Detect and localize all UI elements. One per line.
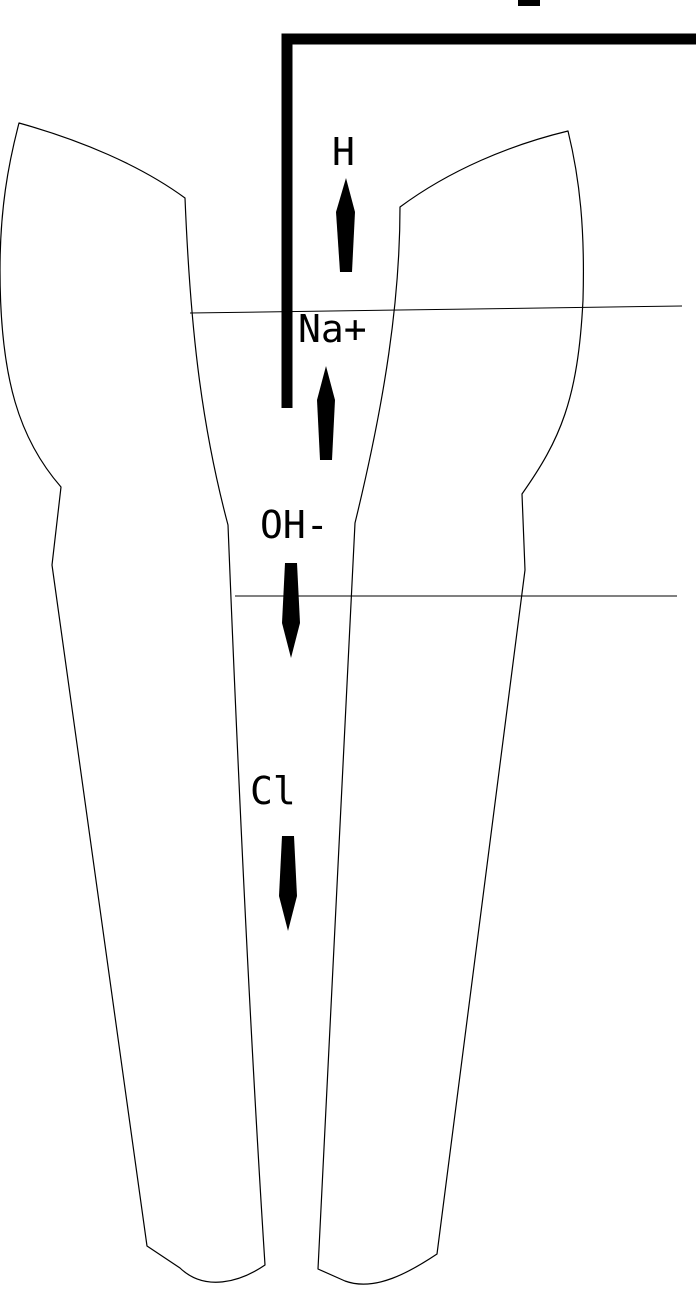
label-cl: Cl: [250, 769, 296, 813]
oh-down-arrow: [282, 563, 300, 658]
label-h: H: [332, 130, 355, 174]
left-vessel-outline: [0, 122, 266, 1283]
label-oh: OH-: [260, 503, 329, 547]
h-up-arrow: [336, 178, 355, 272]
electrode-bar: [281, 33, 696, 408]
label-na: Na+: [298, 307, 367, 351]
upper-level-line: [189, 305, 683, 314]
electrode-tab: [518, 0, 540, 6]
cl-down-arrow: [279, 836, 297, 931]
na-up-arrow: [317, 366, 335, 460]
right-vessel-outline: [317, 130, 585, 1285]
